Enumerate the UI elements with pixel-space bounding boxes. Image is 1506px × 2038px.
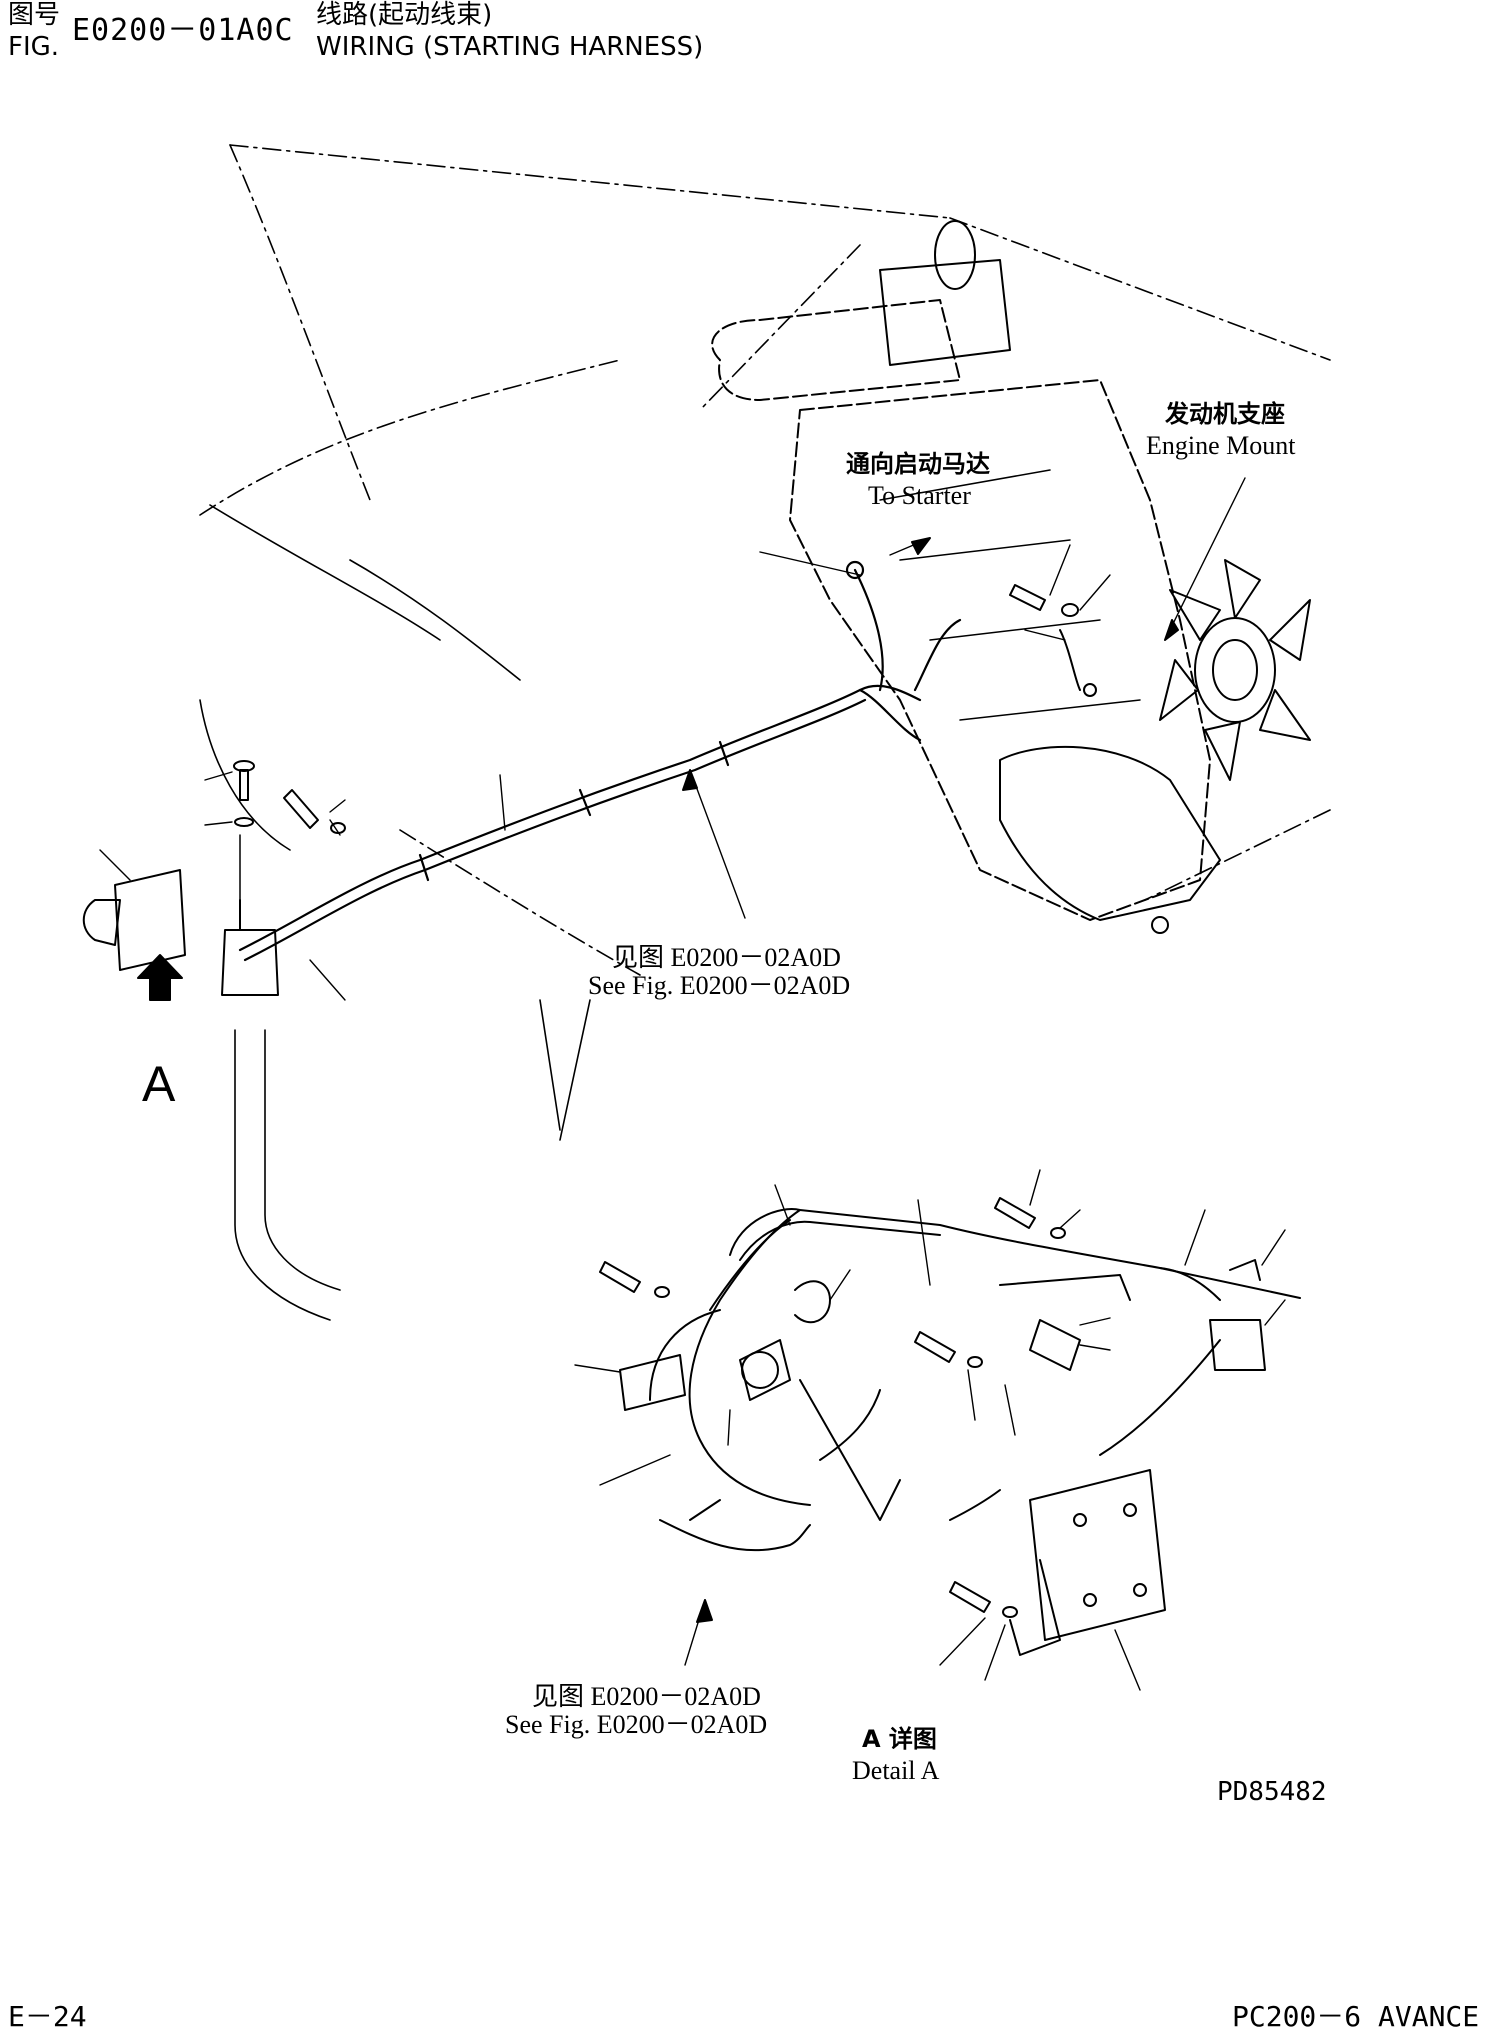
detail-a-drawing (620, 1209, 1300, 1655)
engine-mount-label-en: Engine Mount (1146, 431, 1296, 460)
detail-a-label-zh: A 详图 (862, 1725, 937, 1753)
bolt-icon (234, 761, 345, 833)
relay-bracket (84, 835, 278, 995)
see-fig-label-en-1: See Fig. E0200－02A0D (588, 971, 851, 1000)
engine-mount-label-zh: 发动机支座 (1165, 400, 1285, 428)
see-fig-label-zh-2: 见图 E0200－02A0D (532, 1682, 761, 1711)
fig-label-en: FIG. (8, 32, 60, 62)
arrow-icon (683, 770, 697, 790)
arrow-icon (1165, 620, 1178, 640)
arrow-icon (912, 538, 930, 554)
title-zh: 线路(起动线束) (316, 0, 493, 30)
drawing-code: PD85482 (1217, 1777, 1327, 1807)
see-fig-label-en-2: See Fig. E0200－02A0D (505, 1710, 768, 1739)
see-fig-label-zh-1: 见图 E0200－02A0D (612, 943, 841, 972)
detail-a-label-en: Detail A (852, 1756, 940, 1785)
frame-outline (200, 505, 590, 1320)
fig-label-zh: 图号 (8, 0, 61, 30)
detail-leader-lines (575, 1170, 1285, 1690)
view-arrow-icon (138, 955, 182, 1000)
model-name: PC200－6 AVANCE (1232, 2000, 1480, 2033)
page-number: E－24 (8, 2000, 87, 2033)
bolt-icon (600, 1198, 1065, 1617)
to-starter-label-en: To Starter (868, 481, 971, 510)
starting-harness (240, 562, 960, 960)
engine-block (712, 221, 1220, 933)
arrow-icon (697, 1600, 712, 1622)
engine-fittings (1010, 585, 1096, 696)
title-en: WIRING (STARTING HARNESS) (316, 32, 704, 62)
leader-lines (100, 478, 1245, 1000)
to-starter-label-zh: 通向启动马达 (846, 450, 990, 478)
fig-code: E0200－01A0C (72, 13, 294, 48)
view-letter-a: A (142, 1056, 176, 1112)
machine-outline (200, 145, 1330, 975)
fan-icon (1160, 560, 1310, 780)
